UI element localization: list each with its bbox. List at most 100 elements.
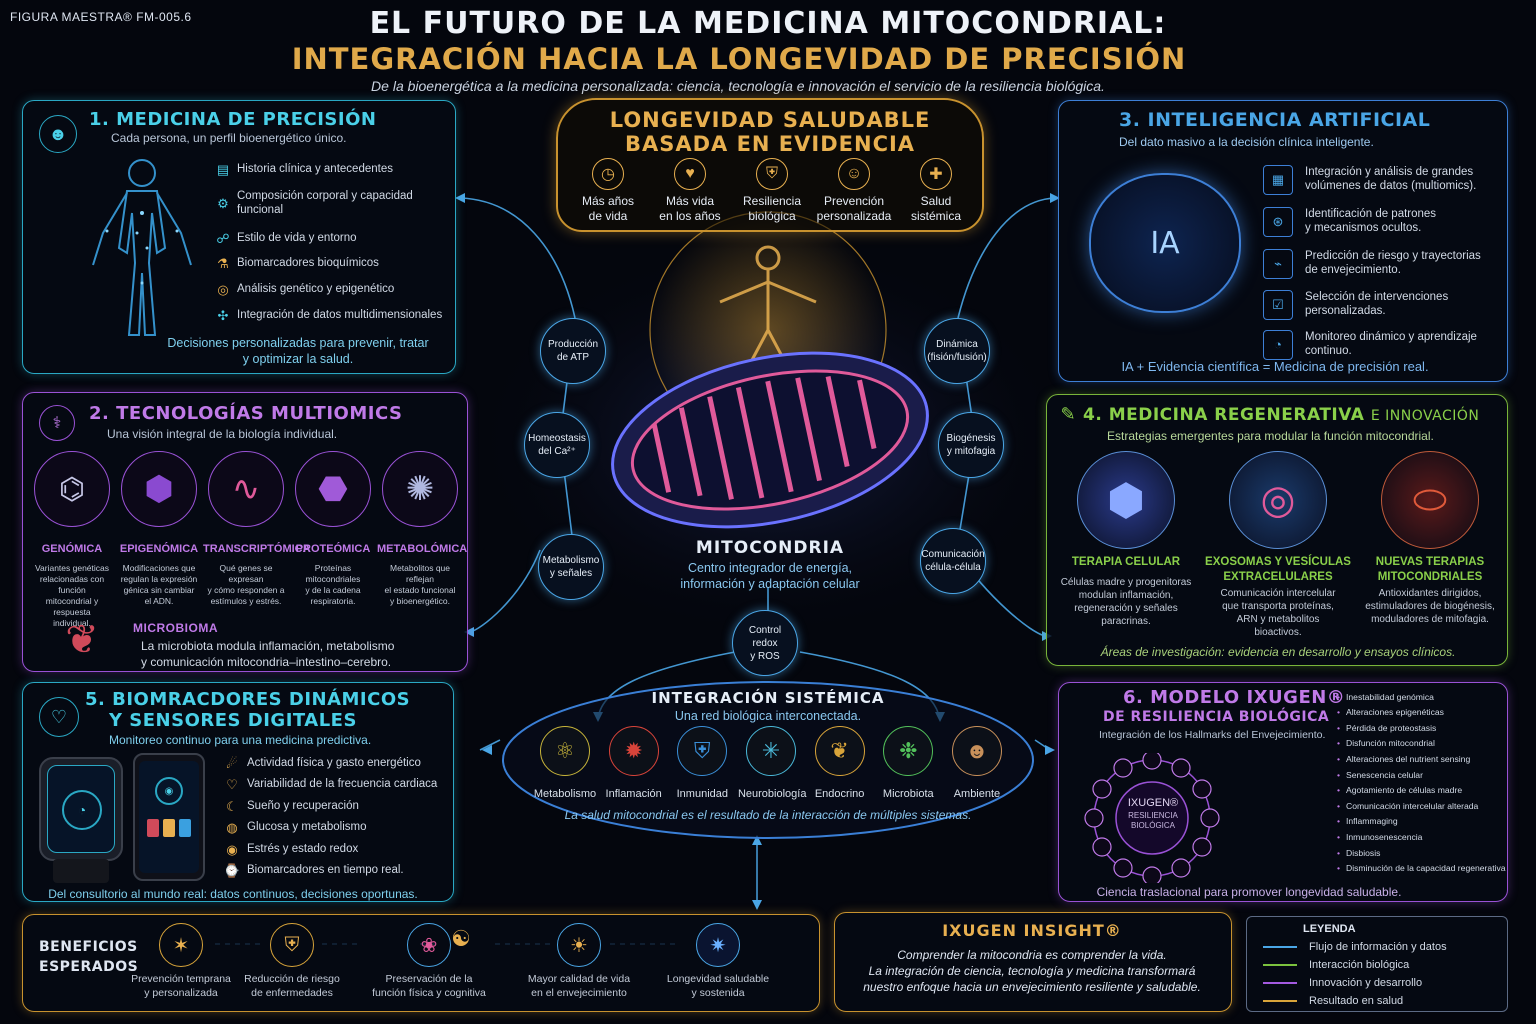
omics-name: GENÓMICA bbox=[41, 543, 103, 555]
list-item: ☍Estilo de vida y entorno bbox=[209, 226, 449, 251]
node-dynamics: Dinámica(fisión/fusión) bbox=[924, 318, 990, 384]
panel-4-footer: Áreas de investigación: evidencia en des… bbox=[1100, 645, 1456, 659]
realtime-icon: ⌚ bbox=[223, 863, 241, 879]
panel-ai: 3. INTELIGENCIA ARTIFICIAL Del dato masi… bbox=[1058, 100, 1508, 382]
legend-swatch-gold bbox=[1263, 1000, 1297, 1002]
main-title-line2: INTEGRACIÓN HACIA LA LONGEVIDAD DE PRECI… bbox=[291, 42, 1187, 76]
syringe-icon: ✎ bbox=[1060, 403, 1076, 424]
star-burst-icon: ✷ bbox=[696, 923, 740, 967]
list-item: ⌚Biomarcadores en tiempo real. bbox=[217, 861, 453, 883]
systemic-label: Metabolismo bbox=[533, 788, 597, 800]
list-item: ⚙Composición corporal y capacidad funcio… bbox=[209, 182, 449, 226]
panel-2-title: 2. TECNOLOGÍAS MULTIOMICS bbox=[89, 403, 403, 424]
meditation-icon: ☯ bbox=[451, 926, 471, 951]
metabolite-icon: ✺ bbox=[382, 451, 458, 527]
hallmark-item: •Senescencia celular bbox=[1337, 769, 1423, 780]
longevity-box: LONGEVIDAD SALUDABLE BASADA EN EVIDENCIA… bbox=[556, 98, 984, 232]
systemic-label: Inmunidad bbox=[676, 788, 728, 800]
panel-5-subtitle: Monitoreo continuo para una medicina pre… bbox=[109, 733, 372, 747]
systemic-item: ⚛Metabolismo bbox=[532, 726, 598, 800]
checklist-icon: ☑ bbox=[1263, 290, 1293, 320]
panel-digital-sensors: ♡ 5. BIOMRACDORES DINÁMICOS Y SENSORES D… bbox=[22, 682, 454, 902]
panel-3-footer: IA + Evidencia científica = Medicina de … bbox=[1121, 359, 1429, 374]
panel-precision-medicine: ☻ 1. MEDICINA DE PRECISIÓN Cada persona,… bbox=[22, 100, 456, 374]
systemic-item: ⛨Inmunidad bbox=[669, 726, 735, 800]
cell-cluster-icon: ⬢ bbox=[1077, 451, 1175, 549]
panel-6-footer: Ciencia traslacional para promover longe… bbox=[1096, 885, 1402, 899]
microbioma-desc: La microbiota modula inflamación, metabo… bbox=[141, 639, 395, 669]
panel-regenerative: ✎ 4. MEDICINA REGENERATIVA E INNOVACIÓN … bbox=[1046, 394, 1508, 666]
person-heart-icon: ♥ bbox=[674, 158, 706, 190]
regen-col: ⬢ TERAPIA CELULAR Células madre y progen… bbox=[1053, 451, 1199, 639]
hallmark-item: •Alteraciones del nutrient sensing bbox=[1337, 754, 1471, 765]
family-icon: ☍ bbox=[216, 230, 230, 246]
dna-circle-icon: ⚕ bbox=[39, 405, 75, 441]
omics-name: PROTEÓMICA bbox=[295, 543, 371, 555]
legend-item: Resultado en salud bbox=[1263, 995, 1403, 1007]
legend-swatch-purple bbox=[1263, 982, 1297, 984]
longevity-title-1: LONGEVIDAD SALUDABLE bbox=[609, 108, 931, 132]
list-item: ◉Estrés y estado redox bbox=[217, 839, 453, 861]
watch-dial-icon: ◔ bbox=[62, 790, 102, 830]
panel-insight: IXUGEN INSIGHT® Comprender la mitocondri… bbox=[834, 912, 1232, 1012]
list-item: ▤Historia clínica y antecedentes bbox=[209, 157, 449, 182]
panel-5-title-2: Y SENSORES DIGITALES bbox=[109, 710, 357, 731]
people-shield-icon: ⛨ bbox=[270, 923, 314, 967]
panel-6-title: 6. MODELO IXUGEN® bbox=[1123, 687, 1346, 708]
person-star-icon: ✶ bbox=[159, 923, 203, 967]
panel-1-footer: Decisiones personalizadas para prevenir,… bbox=[167, 336, 429, 367]
phone-screen: ◉ bbox=[139, 761, 199, 873]
trend-icon: ⌁ bbox=[1263, 249, 1293, 279]
main-title-line1: EL FUTURO DE LA MEDICINA MITOCONDRIAL: bbox=[369, 6, 1167, 41]
hallmark-item: •Disminución de la capacidad regenerativ… bbox=[1337, 863, 1506, 874]
omics-name: METABOLÓMICA bbox=[377, 543, 468, 555]
omics-name: TRANSCRIPTÓMICA bbox=[203, 543, 311, 555]
omics-name: EPIGENÓMICA bbox=[119, 543, 199, 555]
moon-icon: ☾ bbox=[226, 798, 238, 814]
heart-hand-icon: ♡ bbox=[39, 697, 79, 737]
systemic-item: ❦Endocrino bbox=[807, 726, 873, 800]
longevity-title-2: BASADA EN EVIDENCIA bbox=[624, 132, 916, 156]
endocrine-icon: ❦ bbox=[814, 726, 865, 776]
clipboard-icon: ▤ bbox=[216, 161, 230, 177]
body-icon: ✚ bbox=[920, 158, 952, 190]
panel-multiomics: ⚕ 2. TECNOLOGÍAS MULTIOMICS Una visión i… bbox=[22, 392, 468, 672]
network-icon: ⚙ bbox=[217, 196, 229, 212]
microbioma-title: MICROBIOMA bbox=[133, 621, 218, 635]
hallmark-item: •Inflammaging bbox=[1337, 816, 1398, 827]
mitochondria-title: MITOCONDRIA bbox=[695, 538, 845, 558]
list-item: ◎Análisis genético y epigenético bbox=[209, 277, 449, 303]
regen-name: TERAPIA CELULAR bbox=[1071, 556, 1181, 568]
hallmark-item: •Pérdida de proteostasis bbox=[1337, 722, 1437, 733]
